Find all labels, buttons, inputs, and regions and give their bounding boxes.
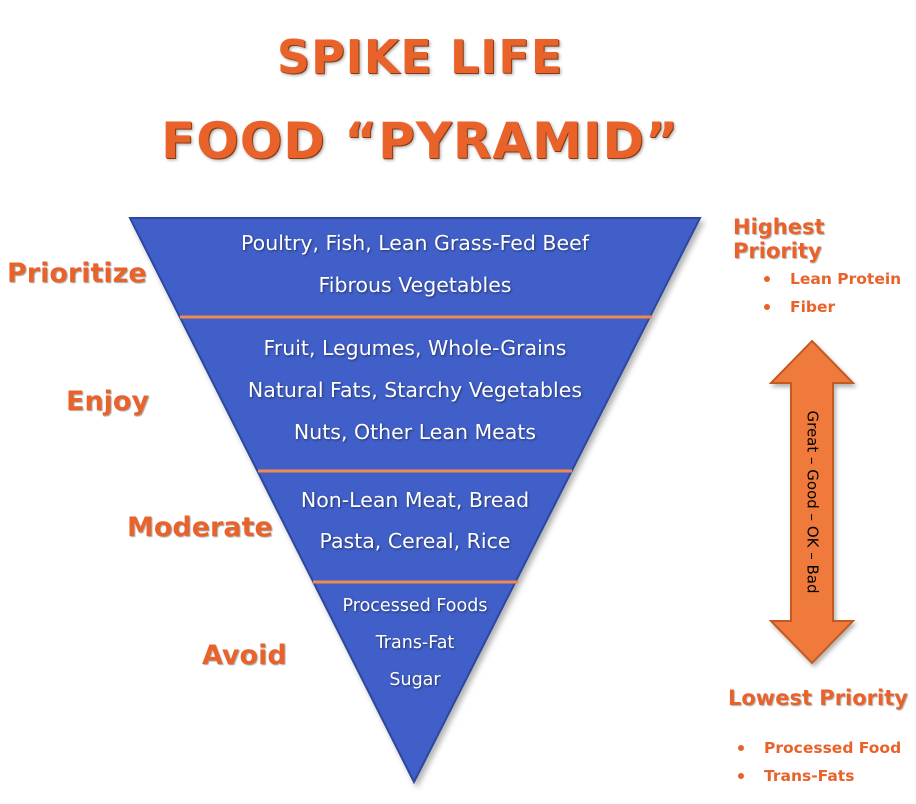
lowest-priority-heading: Lowest Priority	[728, 686, 908, 710]
lowest-priority-list: Processed Food Trans-Fats	[736, 734, 901, 790]
list-item: Lean Protein	[762, 265, 901, 293]
list-item: Trans-Fats	[736, 762, 901, 790]
title-line-2: FOOD “PYRAMID”	[161, 112, 679, 170]
tier-4-line-2: Trans-Fat	[375, 633, 455, 653]
highest-priority-list: Lean Protein Fiber	[762, 265, 901, 321]
list-item-label: Fiber	[790, 298, 836, 316]
list-item: Processed Food	[736, 734, 901, 762]
highest-priority-heading: Highest Priority	[733, 215, 825, 263]
tier-1-line-1: Poultry, Fish, Lean Grass-Fed Beef	[241, 231, 589, 255]
tier-2-line-2: Natural Fats, Starchy Vegetables	[247, 378, 583, 402]
bullet-icon	[764, 276, 770, 282]
list-item-label: Processed Food	[764, 739, 902, 757]
tier-label-moderate: Moderate	[127, 512, 273, 543]
tier-label-enjoy: Enjoy	[66, 386, 150, 417]
list-item: Fiber	[762, 293, 901, 321]
tier-3-line-2: Pasta, Cereal, Rice	[319, 529, 511, 553]
list-item-label: Trans-Fats	[764, 767, 855, 785]
priority-scale-text: Great – Good – OK – Bad	[804, 410, 822, 593]
pyramid-triangle	[128, 217, 702, 785]
double-arrow-icon	[768, 339, 856, 665]
tier-2-line-1: Fruit, Legumes, Whole-Grains	[263, 336, 567, 360]
bullet-icon	[738, 773, 744, 779]
bullet-icon	[738, 745, 744, 751]
title-line-1: SPIKE LIFE	[276, 30, 564, 84]
tier-label-avoid: Avoid	[202, 640, 287, 671]
tier-3-line-1: Non-Lean Meat, Bread	[300, 488, 530, 512]
tier-label-prioritize: Prioritize	[7, 258, 147, 289]
list-item-label: Lean Protein	[790, 270, 902, 288]
tier-1-line-2: Fibrous Vegetables	[318, 273, 512, 297]
tier-4-line-3: Sugar	[389, 670, 441, 690]
bullet-icon	[764, 304, 770, 310]
tier-4-line-1: Processed Foods	[342, 596, 488, 616]
tier-2-line-3: Nuts, Other Lean Meats	[293, 420, 537, 444]
